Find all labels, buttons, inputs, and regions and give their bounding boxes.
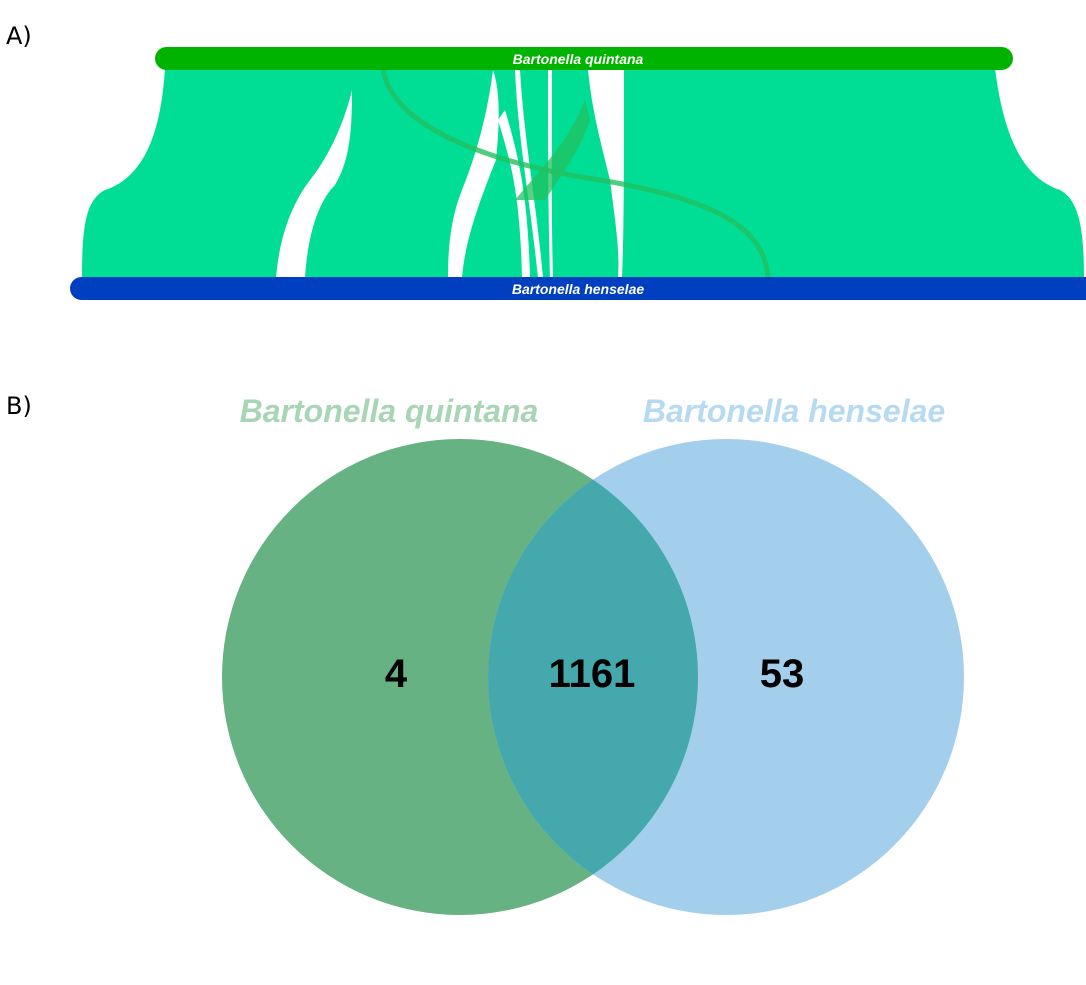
synteny-gap [515, 70, 543, 278]
synteny-gap [276, 90, 352, 278]
panel-b-label: B) [6, 392, 32, 420]
synteny-main-block [82, 68, 1084, 278]
top-genome-label: Bartonella quintana [513, 51, 644, 67]
synteny-inversion [515, 100, 590, 200]
set-b-title: Bartonella henselae [643, 393, 945, 429]
top-genome-bar [155, 47, 1013, 70]
panel-a-label: A) [6, 22, 32, 50]
synteny-plot: Bartonella quintana Bartonella henselae [70, 47, 1086, 300]
intersection-region [488, 439, 698, 915]
synteny-gap [588, 70, 624, 278]
shared-count: 1161 [549, 652, 636, 696]
synteny-inversion [380, 67, 771, 279]
set-a-unique-count: 4 [385, 652, 408, 696]
bottom-genome-bar [70, 277, 1086, 300]
set-b-unique-count: 53 [760, 652, 805, 696]
venn-diagram: Bartonella quintana Bartonella henselae … [222, 393, 964, 915]
synteny-gap [498, 110, 530, 278]
bottom-genome-label: Bartonella henselae [512, 281, 644, 297]
set-a-title: Bartonella quintana [240, 393, 539, 429]
synteny-gap [448, 70, 499, 278]
